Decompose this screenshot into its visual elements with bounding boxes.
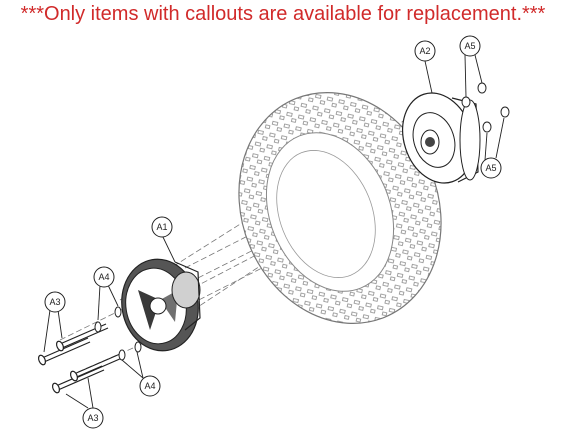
washer	[134, 341, 142, 353]
callout-a4-top-label: A4	[98, 272, 109, 282]
bolt	[55, 323, 109, 352]
callout-a5-right: A5	[480, 157, 502, 179]
rim-half-rear	[402, 92, 481, 184]
callout-a2: A2	[414, 40, 436, 62]
nut	[461, 96, 471, 108]
callout-a4-top: A4	[93, 266, 115, 288]
callout-a2-label: A2	[419, 46, 430, 56]
washer	[114, 306, 122, 318]
replacement-notice: ***Only items with callouts are availabl…	[20, 3, 546, 25]
washer	[118, 349, 126, 361]
callout-a3-bottom: A3	[82, 407, 104, 429]
callout-a4-bottom: A4	[139, 375, 161, 397]
callout-a5-top-label: A5	[464, 41, 475, 51]
callout-a3-top-label: A3	[49, 297, 60, 307]
callout-a1-label: A1	[156, 222, 167, 232]
nut	[482, 121, 492, 133]
bolt	[37, 337, 91, 366]
washers-front	[94, 306, 142, 361]
callout-a3-bottom-label: A3	[87, 413, 98, 423]
nut	[477, 82, 487, 94]
leader-lines	[43, 54, 505, 409]
washer	[94, 321, 102, 333]
bolts	[37, 323, 123, 394]
tire	[238, 91, 442, 325]
callout-a1: A1	[151, 216, 173, 238]
callout-a5-right-label: A5	[485, 163, 496, 173]
bolt	[69, 353, 123, 382]
bolt	[51, 365, 105, 394]
callout-a5-top: A5	[459, 35, 481, 57]
callout-a4-bottom-label: A4	[144, 381, 155, 391]
rim-half-front	[121, 258, 201, 352]
callout-a3-top: A3	[44, 291, 66, 313]
nut	[500, 106, 510, 118]
